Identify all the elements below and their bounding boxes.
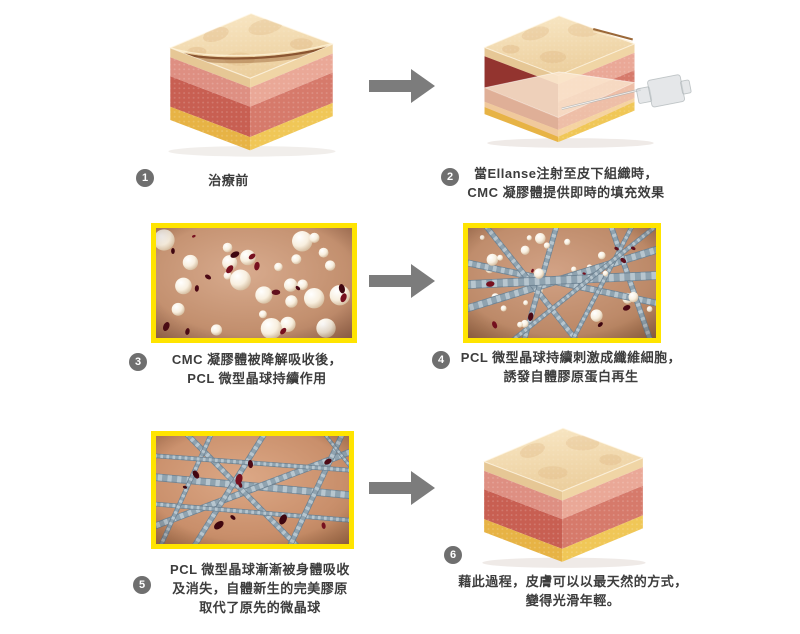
cube-shadow [487,138,654,148]
step-5-caption: PCL 微型晶球漸漸被身體吸收 及消失，自體新生的完美膠原 取代了原先的微晶球 [170,562,350,615]
residual-wrinkle-notch [592,27,634,43]
step-6-badge: 6 [444,546,462,564]
figure-cmc-gel-microspheres-panel [151,223,357,343]
arrow-right-icon [369,69,435,103]
step-2-caption: 當Ellanse注射至皮下組織時， CMC 凝膠體提供即時的填充效果 [467,166,665,200]
step-4-badge: 4 [432,351,450,369]
injection-needle [561,74,692,110]
cube-shadow [482,557,646,568]
figure-wrinkled-skin-block [158,6,345,158]
step-1-badge: 1 [136,169,154,187]
figure-smooth-skin-block [473,419,654,571]
figure-skin-block-injection [474,0,695,158]
step-3-caption: CMC 凝膠體被降解吸收後， PCL 微型晶球持續作用 [171,352,343,386]
arrow-right-icon [369,471,435,505]
figure-microspheres-collagen-panel [463,223,661,343]
step-2-badge: 2 [441,168,459,186]
figure-collagen-network-panel [151,431,354,549]
step-4-caption: PCL 微型晶球持續刺激成纖維細胞， 誘發自體膠原蛋白再生 [460,350,682,384]
arrow-right-icon [369,264,435,298]
step-5-badge: 5 [133,576,151,594]
cube-shadow [168,146,336,157]
step-3-badge: 3 [129,353,147,371]
step-1-caption: 治療前 [208,173,249,188]
step-6-caption: 藉此過程，皮膚可以以最天然的方式， 變得光滑年輕。 [458,574,688,608]
